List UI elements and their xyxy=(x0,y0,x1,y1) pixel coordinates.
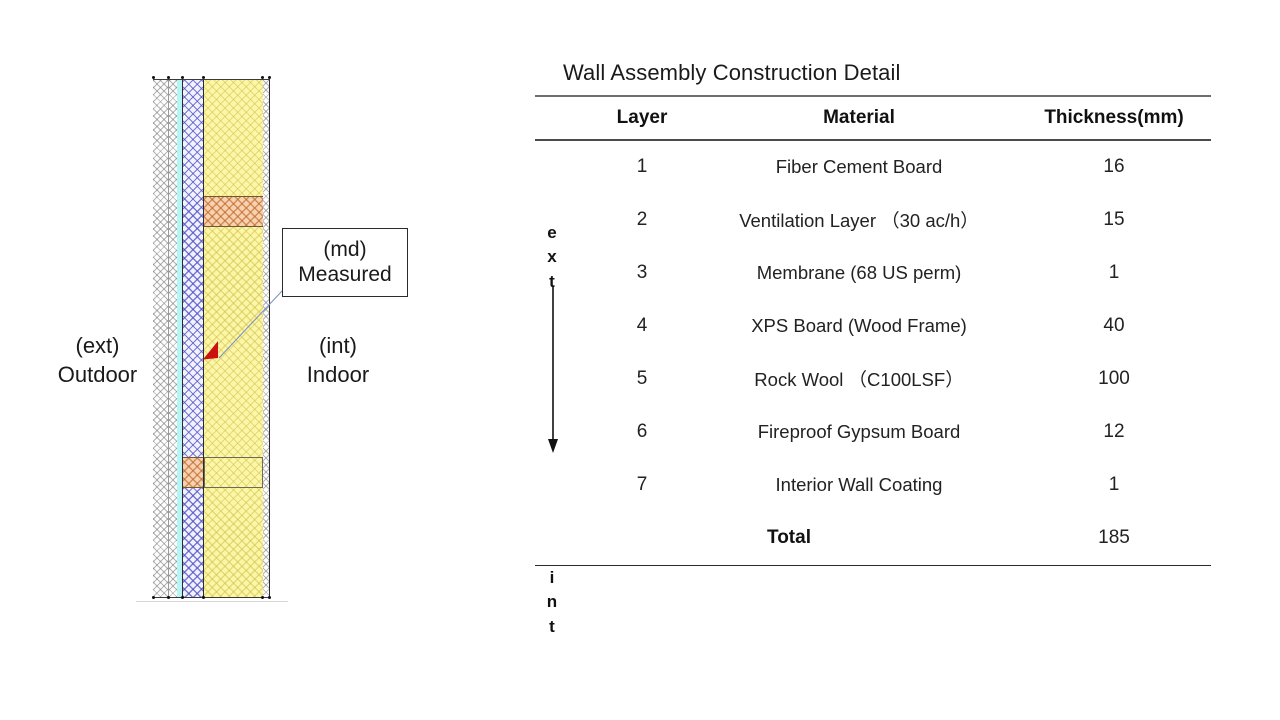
table-row: 3 Membrane (68 US perm) 1 xyxy=(535,247,1211,300)
cell-material: Fireproof Gypsum Board xyxy=(757,421,961,443)
membrane-edge-line xyxy=(182,80,184,597)
cell-material: Interior Wall Coating xyxy=(775,474,943,496)
tick-top-6 xyxy=(268,76,272,80)
table-title: Wall Assembly Construction Detail xyxy=(563,60,901,85)
outdoor-code: (ext) xyxy=(75,333,120,358)
outdoor-side-label: (ext) Outdoor xyxy=(30,332,165,389)
table-header-row: Layer Material Thickness(mm) xyxy=(535,97,1211,139)
tick-bottom-2 xyxy=(167,596,171,600)
table-rule-bottom xyxy=(535,564,1211,567)
cell-layer: 2 xyxy=(636,209,648,231)
cell-layer: 5 xyxy=(636,368,648,390)
wall-assembly-table: Wall Assembly Construction Detail Layer … xyxy=(535,60,1215,636)
exterior-direction-label: e x t xyxy=(535,221,569,295)
header-layer: Layer xyxy=(616,107,668,128)
wall-layer-stack xyxy=(153,79,271,598)
table-row: 5 Rock Wool （C100LSF） 100 xyxy=(535,353,1211,406)
diagram-baseline xyxy=(136,601,288,602)
header-material: Material xyxy=(823,107,895,128)
cell-thickness: 1 xyxy=(1108,262,1120,284)
cell-thickness: 16 xyxy=(1103,156,1125,178)
measured-callout-box: (md) Measured xyxy=(282,228,408,297)
cell-layer: 7 xyxy=(636,474,648,496)
table-total-row: Total 185 xyxy=(535,512,1211,565)
tick-bottom-5 xyxy=(261,596,265,600)
int-letter-n: n xyxy=(546,592,558,612)
layer-ventilation xyxy=(169,80,177,597)
cell-thickness: 12 xyxy=(1103,421,1125,443)
callout-code: (md) xyxy=(323,237,367,261)
layer-xps-board xyxy=(183,80,203,597)
table-row: 6 Fireproof Gypsum Board 12 xyxy=(535,406,1211,459)
direction-rail: e x t i n t xyxy=(535,141,583,636)
interior-direction-label: i n t xyxy=(535,566,569,640)
table-rule-header xyxy=(535,139,1211,141)
cell-thickness: 40 xyxy=(1103,315,1125,337)
xps-edge-line xyxy=(203,80,205,597)
wood-frame-block-lower xyxy=(183,457,203,488)
cell-layer: 3 xyxy=(636,262,648,284)
interior-edge-line xyxy=(269,80,271,597)
indoor-side-label: (int) Indoor xyxy=(278,332,398,389)
cell-thickness: 15 xyxy=(1103,209,1125,231)
tick-top-2 xyxy=(167,76,171,80)
cell-material: Ventilation Layer （30 ac/h） xyxy=(739,210,979,232)
table-row: 1 Fiber Cement Board 16 xyxy=(535,141,1211,194)
layer-fiber-cement-board xyxy=(153,80,168,597)
total-label: Total xyxy=(767,527,811,549)
ext-letter-x: x xyxy=(547,247,557,267)
wood-frame-block-upper xyxy=(204,196,263,227)
cell-material: XPS Board (Wood Frame) xyxy=(751,315,967,337)
cell-layer: 1 xyxy=(636,156,648,178)
table-row: 2 Ventilation Layer （30 ac/h） 15 xyxy=(535,194,1211,247)
header-side-spacer xyxy=(535,97,583,139)
wall-section-diagram: (md) Measured (ext) Outdoor (int) Indoor xyxy=(0,0,470,720)
table-rule-top xyxy=(535,95,1211,97)
indoor-code: (int) xyxy=(319,333,357,358)
tick-bottom-4 xyxy=(202,596,206,600)
cell-thickness: 1 xyxy=(1108,474,1120,496)
total-thickness: 185 xyxy=(1098,527,1130,549)
indoor-text: Indoor xyxy=(306,361,370,387)
layer-membrane xyxy=(177,80,182,597)
cell-material: Rock Wool （C100LSF） xyxy=(754,369,964,391)
tick-top-3 xyxy=(181,76,185,80)
tick-bottom-1 xyxy=(152,596,156,600)
tick-bottom-3 xyxy=(181,596,185,600)
cell-material: Fiber Cement Board xyxy=(775,156,943,178)
ext-letter-t: t xyxy=(549,271,555,291)
tick-top-1 xyxy=(152,76,156,80)
construction-detail-table: Layer Material Thickness(mm) xyxy=(535,97,1211,139)
cavity-outline-lower xyxy=(204,457,263,488)
tick-bottom-6 xyxy=(268,596,272,600)
table-row: 7 Interior Wall Coating 1 xyxy=(535,459,1211,512)
ext-letter-e: e xyxy=(547,222,557,242)
int-letter-t: t xyxy=(549,616,555,636)
outdoor-text: Outdoor xyxy=(57,361,138,387)
table-row: 4 XPS Board (Wood Frame) 40 xyxy=(535,300,1211,353)
int-letter-i: i xyxy=(549,567,555,587)
layer-rock-wool xyxy=(204,80,263,597)
cell-thickness: 100 xyxy=(1098,368,1130,390)
layer-divider-1 xyxy=(168,80,169,597)
tick-top-5 xyxy=(261,76,265,80)
direction-arrow-icon xyxy=(548,285,558,453)
cell-material: Membrane (68 US perm) xyxy=(756,262,962,284)
total-layer-spacer xyxy=(583,512,701,565)
tick-top-4 xyxy=(202,76,206,80)
header-thickness: Thickness(mm) xyxy=(1044,107,1184,128)
cell-layer: 6 xyxy=(636,421,648,443)
cell-layer: 4 xyxy=(636,315,648,337)
callout-label: Measured xyxy=(298,262,392,286)
